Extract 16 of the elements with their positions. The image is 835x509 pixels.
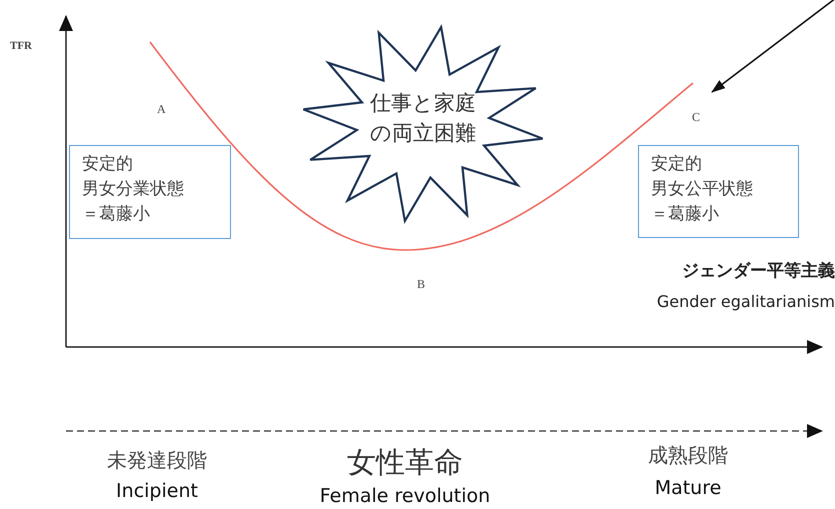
- point-label: A: [157, 102, 166, 117]
- arrow: [711, 0, 835, 93]
- stage-label: 成熟段階: [648, 442, 728, 469]
- stage-label: Mature: [654, 477, 722, 499]
- point-label: C: [692, 110, 700, 125]
- point-label: B: [417, 277, 426, 292]
- text-box: 安定的 男女公平状態 ＝葛藤小: [638, 145, 799, 238]
- text-box: 安定的 男女分業状態 ＝葛藤小: [69, 145, 231, 239]
- starburst: 仕事と家庭の両立困難: [300, 24, 546, 224]
- stage-label: 女性革命: [347, 444, 463, 481]
- stage-label: 未発達段階: [107, 447, 207, 474]
- axis-label: TFR: [10, 40, 32, 52]
- stage-label: Female revolution: [320, 485, 490, 507]
- heading-text: ジェンダー平等主義: [682, 260, 835, 282]
- stage-label: Incipient: [116, 480, 198, 502]
- caption-text: Gender egalitarianism: [656, 292, 835, 311]
